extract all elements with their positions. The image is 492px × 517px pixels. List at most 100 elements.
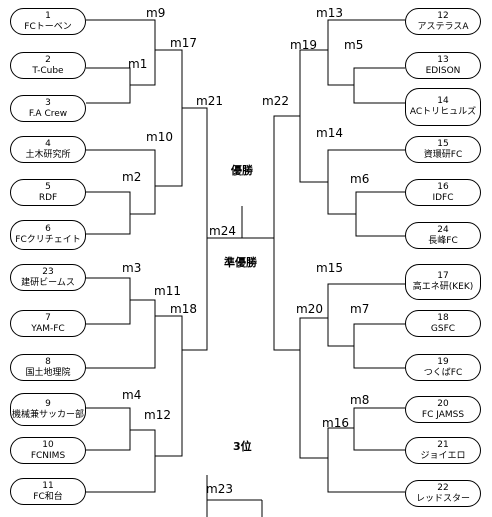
bracket-line-m18 — [155, 315, 183, 457]
team-number: 5 — [45, 181, 51, 192]
team-number: 11 — [42, 480, 54, 491]
match-label-m6: m6 — [350, 172, 370, 186]
team-card-3: 3 F.A Crew — [10, 95, 86, 122]
team-name: IDFC — [432, 192, 454, 203]
team-number: 3 — [45, 97, 51, 108]
team-card-5: 5 RDF — [10, 179, 86, 206]
team-name: GSFC — [430, 323, 456, 334]
bracket-line-m19 — [327, 19, 405, 86]
team-number: 9 — [45, 398, 51, 409]
team-card-7: 7 YAM-FC — [10, 310, 86, 337]
team-name: 資環研FC — [423, 149, 463, 160]
team-name: ACトリヒュルズ — [409, 107, 477, 117]
match-label-m11: m11 — [154, 284, 181, 298]
team-number: 13 — [437, 54, 449, 65]
team-number: 1 — [45, 10, 51, 21]
match-label-m1: m1 — [128, 57, 148, 71]
award-champion: 優勝 — [231, 164, 253, 177]
match-label-m17: m17 — [170, 36, 197, 50]
team-card-13: 13 EDISON — [405, 52, 481, 79]
match-label-m18: m18 — [170, 302, 197, 316]
match-label-m5: m5 — [344, 38, 364, 52]
match-label-m9: m9 — [146, 6, 166, 20]
team-card-23: 23 建研ビームス — [10, 264, 86, 291]
team-card-8: 8 国土地理院 — [10, 354, 86, 381]
team-number: 6 — [45, 224, 51, 234]
team-card-2: 2 T-Cube — [10, 52, 86, 79]
team-card-18: 18 GSFC — [405, 310, 481, 337]
team-number: 21 — [437, 439, 449, 450]
bracket-line-m11 — [86, 299, 156, 369]
team-card-22: 22 レッドスター — [405, 480, 481, 507]
match-label-m2: m2 — [122, 170, 142, 184]
team-card-11: 11 FC和台 — [10, 478, 86, 505]
bracket-line-m24-right — [273, 115, 300, 351]
team-number: 2 — [45, 54, 51, 65]
team-number: 16 — [437, 181, 449, 192]
team-number: 18 — [437, 312, 449, 323]
match-label-m20: m20 — [296, 302, 323, 316]
team-card-19: 19 つくばFC — [405, 354, 481, 381]
team-card-10: 10 FCNIMS — [10, 437, 86, 464]
team-name: EDISON — [425, 65, 461, 76]
team-card-4: 4 土木研究所 — [10, 136, 86, 163]
team-card-9: 9 機械兼サッカー部 — [10, 393, 86, 426]
match-label-m16: m16 — [322, 416, 349, 430]
match-label-m14: m14 — [316, 126, 343, 140]
team-name: アステラスA — [417, 21, 469, 32]
bracket-line-m1 — [86, 67, 131, 104]
team-number: 15 — [437, 138, 449, 149]
match-label-m24: m24 — [209, 224, 236, 238]
team-name: 高エネ研(KEK) — [412, 282, 474, 292]
team-card-6: 6 FCクリチェイト — [10, 220, 86, 250]
bracket-line-m2 — [86, 191, 131, 235]
bracket-line-m4 — [86, 407, 131, 451]
team-name: 土木研究所 — [25, 149, 71, 160]
team-number: 24 — [437, 224, 449, 235]
bracket-line-m9 — [86, 19, 156, 86]
bracket-line-m15 — [327, 283, 405, 347]
match-label-m15: m15 — [316, 261, 343, 275]
bracket-line-m22 — [299, 49, 328, 183]
team-name: 機械兼サッカー部 — [11, 409, 84, 420]
bracket-line-m10 — [86, 149, 156, 215]
team-name: ジョイエロ — [420, 450, 466, 461]
team-name: FCクリチェイト — [15, 235, 81, 245]
match-label-m10: m10 — [146, 130, 173, 144]
team-card-1: 1 FCトーベン — [10, 8, 86, 35]
match-label-m19: m19 — [290, 38, 317, 52]
bracket-line-m23 — [206, 475, 263, 517]
team-name: レッドスター — [415, 493, 470, 504]
match-label-m21: m21 — [196, 94, 223, 108]
team-card-24: 24 長峰FC — [405, 222, 481, 249]
bracket-line-m7 — [353, 323, 405, 369]
team-name: 長峰FC — [428, 235, 458, 246]
team-name: F.A Crew — [28, 108, 68, 119]
team-card-17: 17 高エネ研(KEK) — [405, 264, 481, 300]
bracket-line-m12 — [86, 429, 156, 493]
team-name: 国土地理院 — [25, 367, 71, 378]
team-number: 17 — [437, 271, 449, 281]
team-name: YAM-FC — [31, 323, 65, 334]
match-label-m23: m23 — [206, 482, 233, 496]
match-label-m4: m4 — [122, 388, 142, 402]
team-card-20: 20 FC JAMSS — [405, 396, 481, 423]
team-name: RDF — [38, 192, 58, 203]
bracket-line-m20 — [299, 317, 328, 459]
team-card-16: 16 IDFC — [405, 179, 481, 206]
team-number: 22 — [437, 482, 449, 493]
team-number: 12 — [437, 10, 449, 21]
team-card-14: 14 ACトリヒュルズ — [405, 88, 481, 126]
bracket-line-m6 — [355, 191, 405, 237]
bracket-line-m8 — [353, 407, 405, 451]
match-label-m22: m22 — [262, 94, 289, 108]
bracket-line-m21 — [182, 107, 208, 351]
match-label-m13: m13 — [316, 6, 343, 20]
team-name: つくばFC — [423, 367, 463, 378]
team-name: FC JAMSS — [421, 409, 465, 420]
match-label-m8: m8 — [350, 393, 370, 407]
team-name: FC和台 — [33, 491, 63, 502]
team-number: 19 — [437, 356, 449, 367]
team-name: FCトーベン — [24, 21, 72, 32]
